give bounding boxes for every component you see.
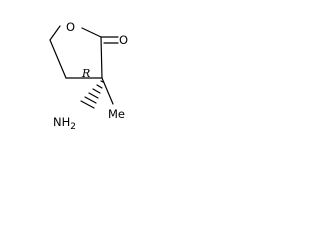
carbonyl-oxygen-label: O [119, 33, 128, 47]
bond-c5-c4 [49, 39, 67, 79]
stereo-descriptor-label: R [81, 67, 90, 80]
amino-subscript: 2 [70, 122, 76, 132]
methyl-label: Me [108, 107, 125, 121]
bond-o-c5 [81, 27, 102, 38]
ring-oxygen-label: O [66, 20, 75, 34]
amino-label-main: NH [53, 115, 70, 129]
bond-c3-c2 [100, 36, 103, 79]
hashed-wedge-bond [80, 80, 104, 109]
bond-o-c2 [49, 25, 61, 41]
chemical-structure-diagram: O O R Me NH2 [49, 20, 128, 132]
amino-label: NH2 [53, 115, 76, 132]
bond-methyl [101, 77, 114, 105]
